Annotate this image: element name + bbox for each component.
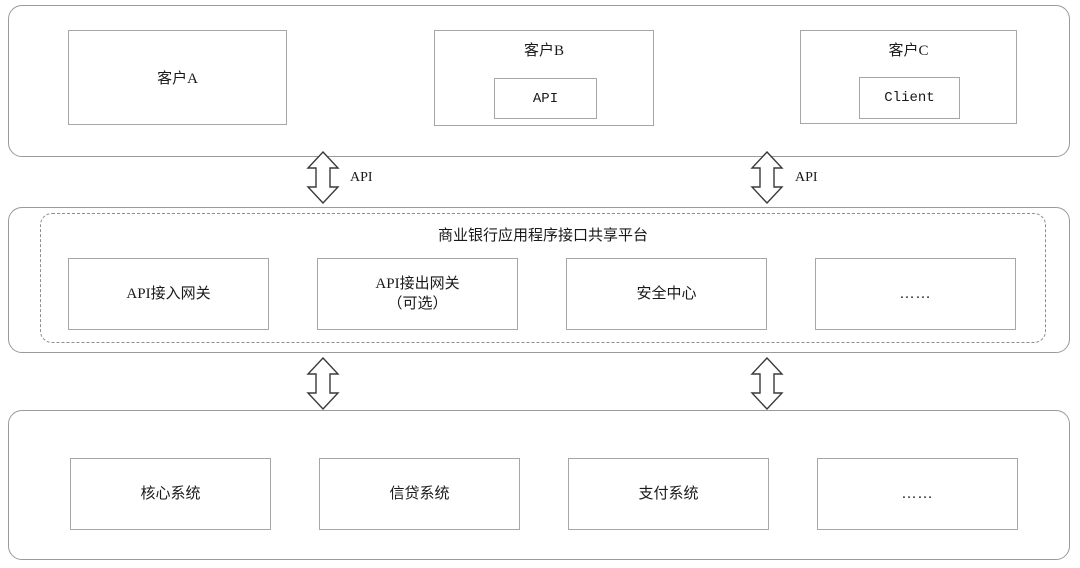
client-b-label: 客户B [523,43,564,59]
connector-label-upper-left: API [350,170,373,185]
platform-module-more[interactable]: …… [815,258,1016,330]
platform-module-security-center[interactable]: 安全中心 [566,258,767,330]
connector-arrow-lower-right [750,357,784,410]
system-box-more[interactable]: …… [817,458,1018,530]
client-a-label: 客户A [157,71,198,87]
system-box-credit[interactable]: 信贷系统 [319,458,520,530]
double-arrow-icon [306,357,340,410]
system-box-core[interactable]: 核心系统 [70,458,271,530]
client-c-label: 客户C [888,43,929,59]
connector-label-upper-right: API [795,170,818,185]
client-box-a[interactable]: 客户A [68,30,287,125]
platform-dashed-boundary [40,213,1046,343]
system-box-payment[interactable]: 支付系统 [568,458,769,530]
connector-arrow-upper-right [750,151,784,204]
client-b-nested-api[interactable]: API [494,78,597,119]
client-c-nested-client[interactable]: Client [859,77,960,119]
double-arrow-icon [306,151,340,204]
platform-module-api-outbound-gateway[interactable]: API接出网关 （可选） [317,258,518,330]
double-arrow-icon [750,151,784,204]
connector-arrow-upper-left [306,151,340,204]
client-box-b[interactable]: 客户B API [434,30,654,126]
platform-module-api-inbound-gateway[interactable]: API接入网关 [68,258,269,330]
connector-arrow-lower-left [306,357,340,410]
client-box-c[interactable]: 客户C Client [800,30,1017,124]
platform-title: 商业银行应用程序接口共享平台 [437,228,648,244]
double-arrow-icon [750,357,784,410]
